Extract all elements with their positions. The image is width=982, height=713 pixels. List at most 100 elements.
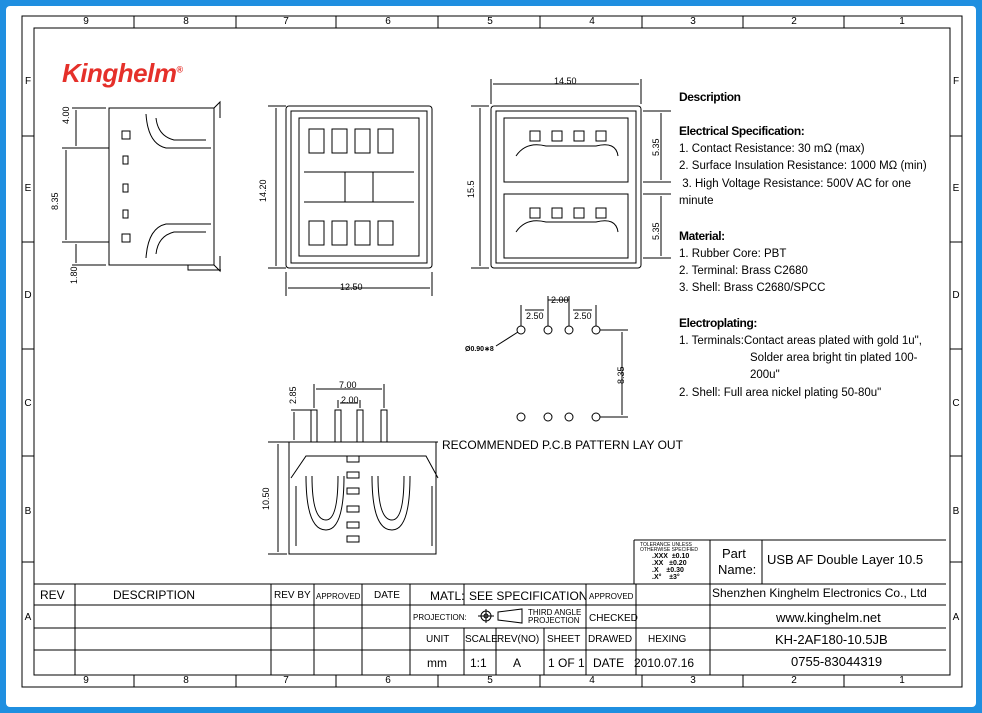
material-heading: Material:	[679, 229, 725, 243]
part-name-label: Part	[722, 546, 746, 561]
sheet-value: 1 OF 1	[548, 656, 585, 670]
dim-front-width: 12.50	[340, 282, 363, 292]
row-letter: D	[24, 290, 32, 301]
part-name-label: Name:	[718, 562, 757, 577]
bottom-view-outline	[268, 384, 439, 555]
dim-side-top: 4.00	[61, 106, 71, 124]
dim-pcb-hole: Ø0.90∗8	[465, 346, 494, 353]
row-letter: F	[24, 76, 32, 87]
side-view-dimension-lines	[62, 107, 106, 266]
rear-view-contacts	[529, 130, 607, 219]
dim-rear-width: 14.50	[554, 76, 577, 86]
column-number: 4	[589, 675, 595, 686]
material-line: 3. Shell: Brass C2680/SPCC	[679, 282, 826, 294]
front-view-outline	[268, 105, 433, 296]
column-number: 1	[899, 16, 905, 27]
column-number: 7	[283, 675, 289, 686]
column-number: 4	[589, 16, 595, 27]
website: www.kinghelm.net	[776, 610, 881, 625]
column-number: 2	[791, 16, 797, 27]
dim-pcb-row-gap: 8.35	[616, 366, 626, 384]
electrical-line: 1. Contact Resistance: 30 mΩ (max)	[679, 143, 865, 155]
approved-label: APPROVED	[589, 592, 634, 601]
outer-frame-border	[21, 15, 963, 688]
tolerance-row: .X° ±3°	[652, 574, 680, 581]
rev-header: REV	[40, 588, 65, 602]
row-letter: C	[952, 398, 960, 409]
tolerance-title: OTHERWISE SPECIFIED	[640, 547, 698, 553]
electroplating-line: 2. Shell: Full area nickel plating 50-80…	[679, 387, 882, 399]
material-line: 1. Rubber Core: PBT	[679, 248, 787, 260]
electrical-line: minute	[679, 195, 714, 207]
part-name: USB AF Double Layer 10.5	[767, 552, 924, 567]
row-letter: D	[952, 290, 960, 301]
scale-label: SCALE	[465, 634, 498, 645]
logo-text: Kinghelm	[62, 58, 177, 88]
dim-pcb-pitch-mid: 2.00	[551, 295, 569, 305]
description-heading: Description	[679, 90, 741, 104]
side-view-outline	[76, 100, 221, 273]
column-number: 6	[385, 675, 391, 686]
inner-frame-border	[33, 27, 951, 676]
dim-side-bottom: 1.80	[69, 266, 79, 284]
dim-side-middle: 8.35	[50, 192, 60, 210]
electroplating-line: 1. Terminals:Contact areas plated with g…	[679, 335, 922, 347]
tolerance-title: TOLERANCE UNLESS	[640, 542, 692, 548]
checked-label: CHECKED	[589, 613, 638, 624]
company-name: Shenzhen Kinghelm Electronics Co., Ltd	[712, 586, 927, 600]
dim-front-height: 14.20	[258, 179, 268, 202]
pcb-pattern-caption: RECOMMENDED P.C.B PATTERN LAY OUT	[442, 438, 683, 452]
matl-value: SEE SPECIFICATION	[469, 589, 588, 603]
rear-view-outline	[471, 79, 671, 269]
unit-label: UNIT	[426, 634, 450, 645]
revno-label: REV(NO)	[497, 634, 540, 645]
row-letter: B	[952, 506, 960, 517]
sheet-label: SHEET	[547, 634, 581, 645]
dim-bottom-height: 10.50	[261, 487, 271, 510]
material-line: 2. Terminal: Brass C2680	[679, 265, 808, 277]
electroplating-line: 200u"	[750, 369, 780, 381]
row-letter: E	[952, 183, 960, 194]
date-header: DATE	[374, 590, 400, 601]
rev-by-header: REV BY	[274, 590, 311, 601]
dim-pcb-pitch-right: 2.50	[574, 311, 592, 321]
scale-value: 1:1	[470, 656, 487, 670]
column-number: 2	[791, 675, 797, 686]
projection-value: PROJECTION	[528, 616, 580, 625]
tolerance-row: .XX ±0.20	[652, 560, 687, 567]
dim-bottom-pitch: 2.00	[341, 395, 359, 405]
unit-value: mm	[427, 656, 447, 670]
column-number: 5	[487, 16, 493, 27]
electrical-line: 2. Surface Insulation Resistance: 1000 M…	[679, 160, 927, 172]
column-number: 5	[487, 675, 493, 686]
column-number: 9	[83, 16, 89, 27]
revno-value: A	[513, 656, 522, 670]
row-letter: A	[952, 612, 960, 623]
column-number: 3	[690, 16, 696, 27]
registered-mark: ®	[176, 64, 183, 75]
drawing-linework	[21, 15, 963, 688]
bottom-view-contacts	[346, 455, 360, 543]
row-ticks	[22, 135, 962, 563]
front-view-contacts-top	[308, 128, 394, 154]
column-number: 1	[899, 675, 905, 686]
pcb-holes	[516, 325, 601, 422]
pcb-pattern	[495, 296, 628, 418]
electrical-line: 3. High Voltage Resistance: 500V AC for …	[679, 178, 912, 190]
date-value: 2010.07.16	[634, 656, 695, 670]
electroplating-heading: Electroplating:	[679, 316, 758, 330]
drawer-name: HEXING	[648, 634, 687, 645]
dim-bottom-width: 7.00	[339, 380, 357, 390]
electroplating-line: Solder area bright tin plated 100-	[750, 352, 918, 364]
drawed-label: DRAWED	[588, 634, 633, 645]
column-number: 8	[183, 16, 189, 27]
row-letter: A	[24, 612, 32, 623]
row-letter: F	[952, 76, 960, 87]
approved-header: APPROVED	[316, 592, 361, 601]
row-letter: C	[24, 398, 32, 409]
column-number: 6	[385, 16, 391, 27]
projection-symbol	[478, 608, 523, 624]
dim-pcb-pitch-left: 2.50	[526, 311, 544, 321]
phone-number: 0755-83044319	[791, 654, 883, 669]
title-block-grid	[34, 539, 946, 675]
